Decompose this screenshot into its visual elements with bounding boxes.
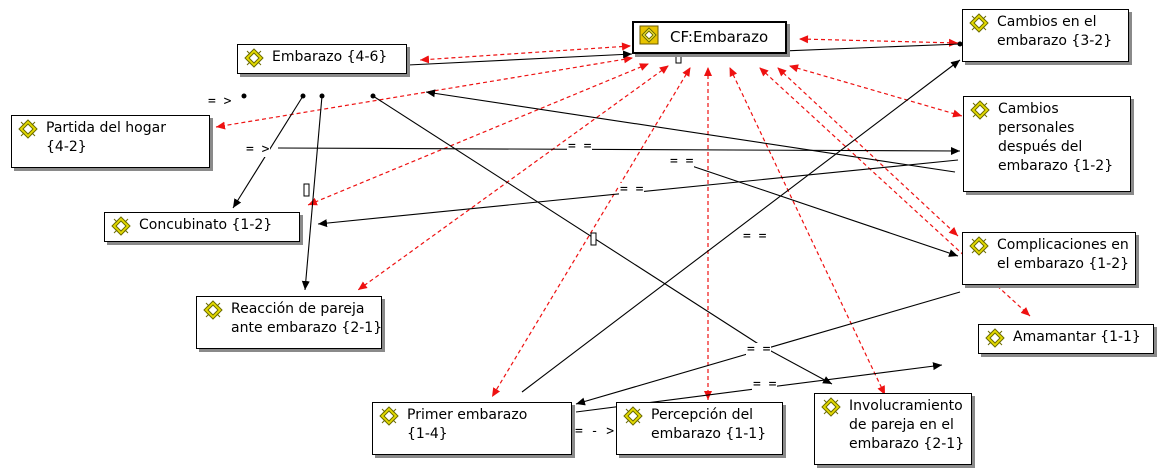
node-concubinato[interactable]: Concubinato {1-2} [104, 212, 300, 242]
node-label-line: embarazo {1-1} [651, 426, 767, 442]
link-cambios-personales-embarazo [425, 89, 956, 173]
link-cf-concubinato [307, 63, 649, 206]
node-primer-embarazo[interactable]: Primer embarazo {1-4} [372, 402, 572, 455]
node-cf-embarazo[interactable]: CF:Embarazo [632, 21, 787, 54]
node-complicaciones[interactable]: Complicaciones en el embarazo {1-2} [962, 232, 1136, 285]
link-partida-cambios-personales [277, 146, 961, 155]
node-label-line: Percepción del [651, 407, 754, 423]
node-amamantar[interactable]: Amamantar {1-1} [978, 324, 1154, 354]
connector-dot [241, 93, 247, 99]
code-icon [18, 119, 38, 139]
code-icon [969, 13, 989, 33]
connector-dot [300, 93, 306, 99]
relation-label: = = [669, 154, 695, 169]
node-label-line: Primer embarazo [407, 407, 528, 423]
node-label-line: ante embarazo {2-1} [231, 320, 383, 336]
code-icon [244, 48, 264, 68]
node-percepcion[interactable]: Percepción del embarazo {1-1} [616, 402, 783, 455]
connector-dot [957, 41, 963, 47]
link-cf-amamantar [759, 67, 1031, 317]
node-embarazo[interactable]: Embarazo {4-6} [237, 44, 407, 74]
code-icon [111, 216, 131, 236]
relation-label: = = [752, 377, 778, 392]
node-label-line: embarazo {1-2} [998, 158, 1114, 174]
code-icon [969, 236, 989, 256]
node-label-line: Concubinato {1-2} [139, 217, 273, 233]
relation-label: = = [746, 342, 772, 357]
node-label-line: de pareja en el [849, 417, 954, 433]
node-label-line: {4-2} [46, 139, 87, 155]
code-icon [623, 406, 643, 426]
node-label-line: Partida del hogar [46, 120, 166, 136]
relation-label: = = [567, 139, 593, 154]
relation-label: = = [742, 229, 768, 244]
link-cf-cambios-personales [789, 64, 963, 118]
placeholder-glyph [675, 53, 682, 64]
code-icon [821, 397, 841, 417]
link-primer-cambios-embarazo [521, 59, 961, 393]
link-embarazo-cf [407, 50, 633, 66]
relation-label: = > [245, 142, 271, 157]
node-label-line: Cambios en el [997, 14, 1097, 30]
link-embarazo-complicaciones [679, 161, 959, 257]
link-cf-embarazo [419, 42, 631, 64]
node-label-line: Embarazo {4-6} [272, 49, 388, 65]
node-label-line: el embarazo {1-2} [997, 256, 1130, 272]
node-label-line: embarazo {3-2} [997, 33, 1113, 49]
node-cambios-embarazo[interactable]: Cambios en el embarazo {3-2} [962, 9, 1129, 62]
link-cf-involucramiento [729, 67, 886, 396]
node-label-line: Cambios [998, 101, 1059, 117]
node-label-line: Amamantar {1-1} [1013, 329, 1141, 345]
code-icon [970, 100, 990, 120]
link-cf-complicaciones [777, 67, 959, 237]
link-embarazo-amamantar [372, 95, 761, 346]
node-label-line: después del [998, 139, 1083, 155]
relation-label: = = [619, 182, 645, 197]
node-label-line: CF:Embarazo [670, 28, 769, 46]
node-label-line: Involucramiento [849, 398, 963, 414]
placeholder-glyph [590, 232, 597, 246]
link-embarazo-involucramiento [759, 344, 833, 385]
node-label-line: {1-4} [407, 426, 448, 442]
node-label-line: embarazo {2-1} [849, 436, 965, 452]
connector-dot [319, 93, 325, 99]
relation-label: = - > [574, 424, 616, 439]
node-label-line: Complicaciones en [997, 237, 1129, 253]
node-cambios-personales[interactable]: Cambios personales después del embarazo {1-… [963, 96, 1131, 192]
node-label-line: personales [998, 120, 1075, 136]
relation-label: = > [207, 94, 233, 109]
connector-dot [370, 93, 376, 99]
link-embarazo-reaccion [301, 95, 323, 291]
node-label-line: Reacción de pareja [231, 301, 365, 317]
node-partida-hogar[interactable]: Partida del hogar {4-2} [11, 115, 210, 168]
code-family-icon [639, 25, 659, 45]
link-cf-cambios-embarazo [799, 35, 959, 47]
code-icon [985, 328, 1005, 348]
code-icon [379, 406, 399, 426]
code-icon [203, 300, 223, 320]
node-involucramiento[interactable]: Involucramiento de pareja en el embarazo {… [814, 393, 972, 465]
placeholder-glyph [303, 183, 310, 197]
node-reaccion-pareja[interactable]: Reacción de pareja ante embarazo {2-1} [196, 296, 382, 349]
